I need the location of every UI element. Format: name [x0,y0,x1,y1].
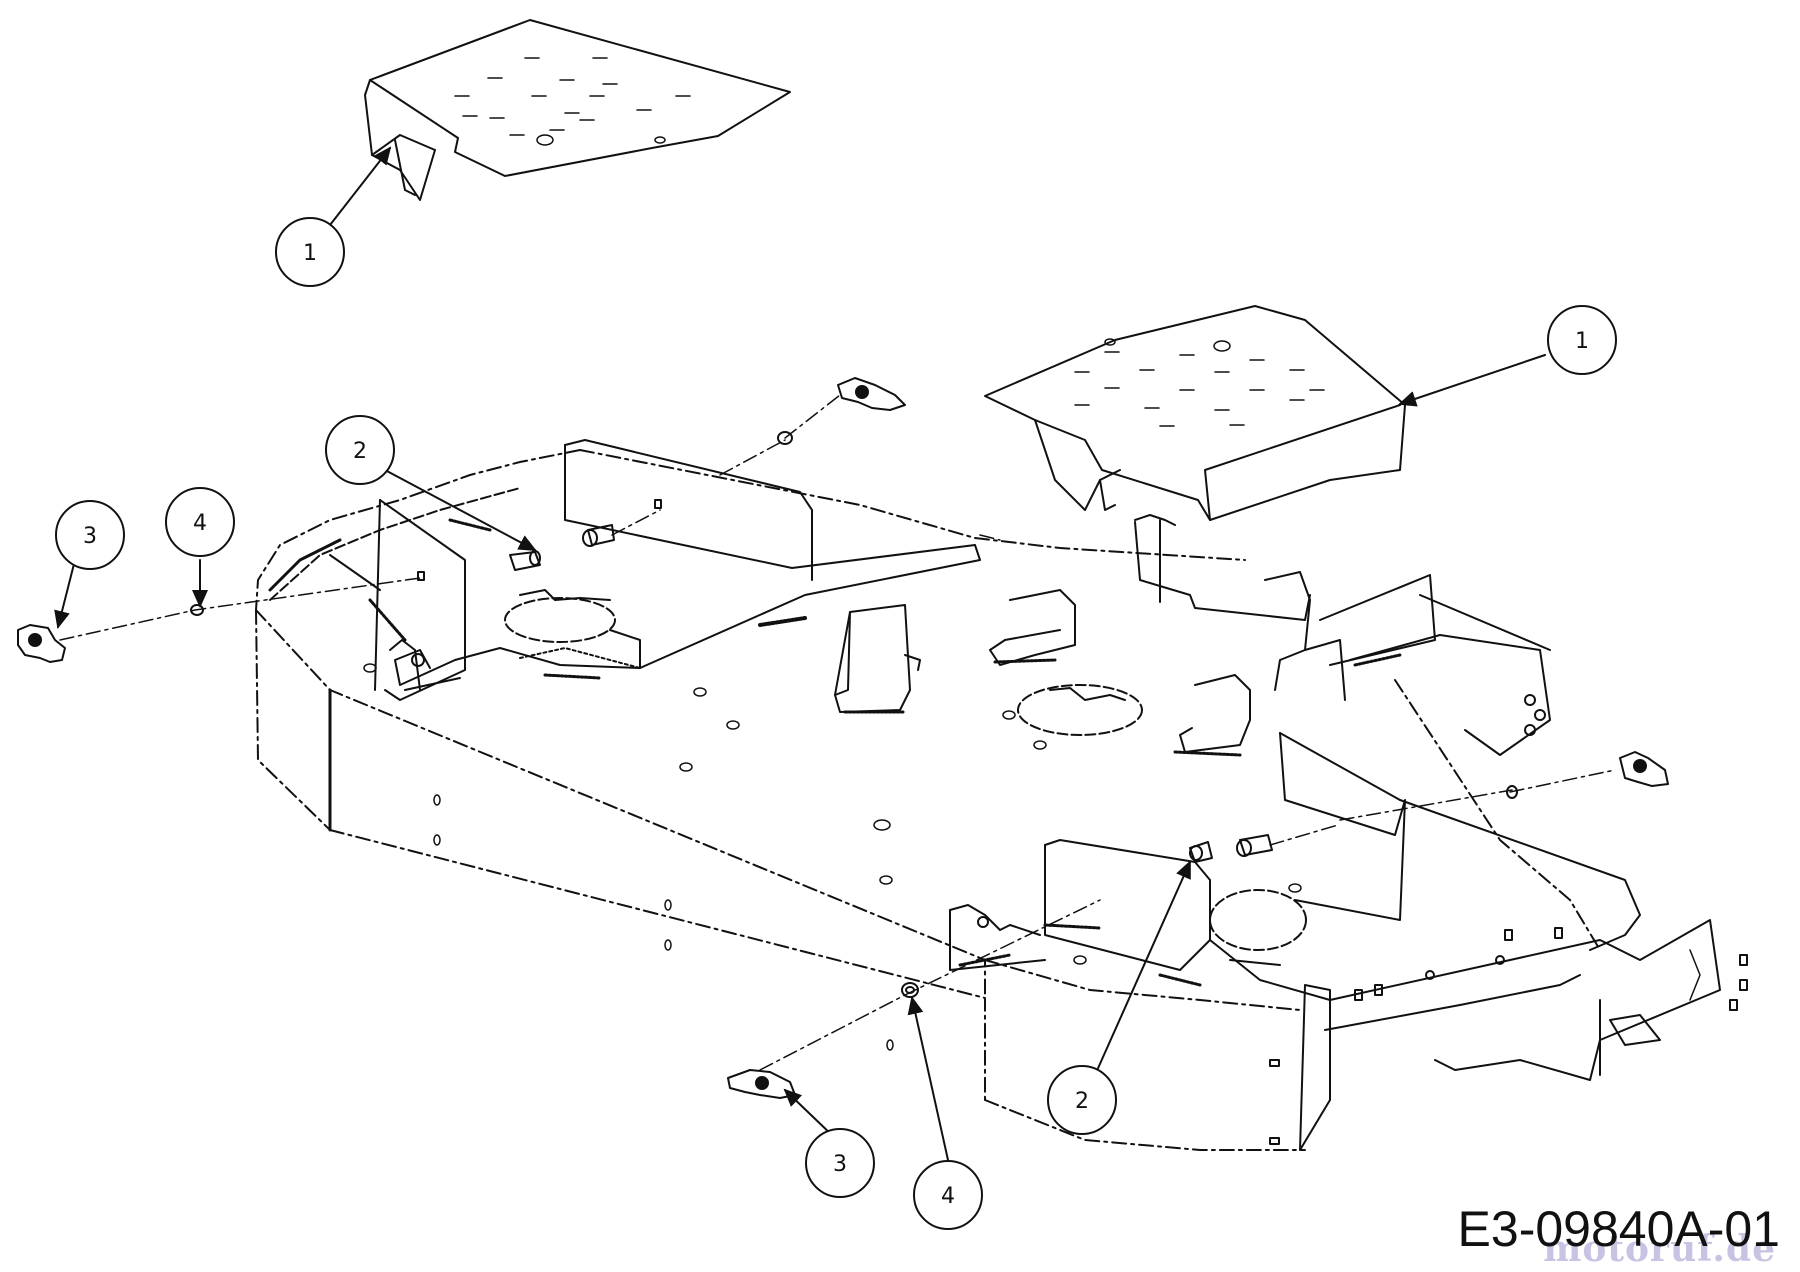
pin-mid [582,524,615,547]
spindle-opening-right [1209,889,1307,951]
callout-label: 3 [833,1152,847,1177]
callout-3-bottom: 3 [805,1128,875,1198]
footplate-right [984,305,1406,521]
callout-1-upper: 1 [275,217,345,287]
pin-2-right [1189,841,1213,863]
knob-right [1619,751,1669,787]
right-hanger-assembly [989,514,1601,951]
right-mounting-bracket [949,732,1748,1151]
deck-body [255,449,1307,1151]
pin-right-b [1236,834,1273,857]
callout-label: 4 [941,1184,955,1209]
callout-4-bottom: 4 [913,1160,983,1230]
callout-lines [54,146,1546,1161]
drawing-code: E3-09840A-01 [1457,1201,1780,1257]
center-spacer [834,604,921,714]
callout-2-right: 2 [1047,1065,1117,1135]
washer-right [1506,785,1518,799]
footplate-holes [454,57,691,146]
assembly-lines [59,394,1616,1071]
callout-label: 2 [353,439,367,464]
washer-top [777,431,793,445]
callout-label: 1 [1575,329,1589,354]
callout-label: 3 [83,524,97,549]
callout-label: 2 [1075,1089,1089,1114]
callout-label: 1 [303,241,317,266]
watermark-logo: motoruf.de [1543,1228,1776,1270]
knob-top [837,377,906,411]
knob-3-left [17,624,66,663]
spindle-opening-center [1017,684,1143,736]
footplate-upper-left [364,19,791,201]
callout-4-left: 4 [165,487,235,557]
pin-left [509,550,541,571]
callout-3-left: 3 [55,500,125,570]
callout-label: 4 [193,511,207,536]
spindle-opening-left [504,597,616,643]
left-mounting-bracket [329,439,981,701]
callout-2-left: 2 [325,415,395,485]
footplate-holes [1074,338,1325,427]
knob-3-bottom [727,1069,796,1099]
deck-holes [363,663,1302,1051]
callout-1-right: 1 [1547,305,1617,375]
